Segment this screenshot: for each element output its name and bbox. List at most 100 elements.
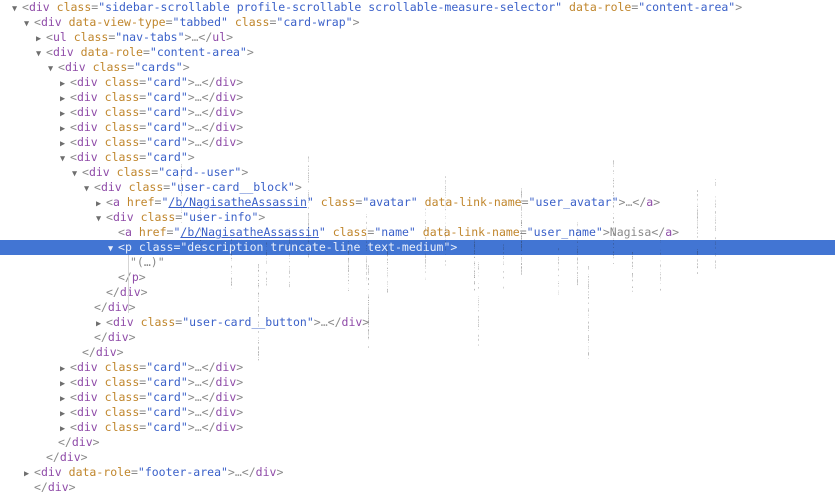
dom-tree-row[interactable]: "(…)"	[0, 255, 835, 270]
href-link[interactable]: /b/NagisatheAssassin	[180, 225, 319, 239]
chevron-right-icon[interactable]: ▶	[60, 424, 66, 434]
chevron-down-icon[interactable]: ▼	[108, 244, 114, 254]
punctuation: </	[118, 270, 132, 284]
chevron-down-icon[interactable]: ▼	[12, 4, 18, 14]
punctuation: </	[94, 300, 108, 314]
chevron-right-icon[interactable]: ▶	[96, 199, 102, 209]
attribute-name: class	[92, 60, 128, 74]
punctuation: =	[166, 225, 174, 239]
punctuation: </	[82, 345, 96, 359]
attribute-value: "card"	[146, 90, 188, 104]
tag-name: ul	[212, 30, 227, 44]
dom-tree-row[interactable]: </div>	[0, 345, 835, 360]
dom-tree-row[interactable]: ▶<div class="card">…</div>	[0, 120, 835, 135]
chevron-down-icon[interactable]: ▼	[24, 19, 30, 29]
dom-tree-row[interactable]: ▼<div class="sidebar-scrollable profile-…	[0, 0, 835, 15]
chevron-right-icon[interactable]: ▶	[60, 409, 66, 419]
punctuation: =	[139, 90, 147, 104]
punctuation: >	[187, 90, 195, 104]
tag-name: div	[76, 105, 98, 119]
tag-name: div	[52, 45, 74, 59]
punctuation: <	[34, 15, 41, 29]
dom-tree-row[interactable]: ▼<div class="user-card__block">	[0, 180, 835, 195]
punctuation: >	[116, 345, 124, 359]
dom-tree-row[interactable]: ▶<div class="card">…</div>	[0, 405, 835, 420]
dom-tree-row[interactable]: ▼<div class="user-info">	[0, 210, 835, 225]
dom-tree-row[interactable]: ▼<div data-view-type="tabbed" class="car…	[0, 15, 835, 30]
chevron-down-icon[interactable]: ▼	[60, 154, 66, 164]
punctuation: =	[173, 240, 181, 254]
punctuation: >	[362, 315, 370, 329]
punctuation: </	[651, 225, 666, 239]
chevron-down-icon[interactable]: ▼	[72, 169, 78, 179]
chevron-right-icon[interactable]: ▶	[60, 79, 66, 89]
dom-tree-row[interactable]: ▼<div class="card">	[0, 150, 835, 165]
punctuation	[98, 120, 105, 134]
dom-tree-row[interactable]: <a href="/b/NagisatheAssassin" class="na…	[0, 225, 835, 240]
href-link[interactable]: /b/NagisatheAssassin	[168, 195, 307, 209]
dom-tree-row[interactable]: ▼<div class="card--user">	[0, 165, 835, 180]
attribute-name: class	[234, 15, 270, 29]
dom-tree-row[interactable]: ▶<div data-role="footer-area">…</div>	[0, 465, 835, 480]
attribute-name: class	[104, 135, 140, 149]
chevron-right-icon[interactable]: ▶	[60, 109, 66, 119]
punctuation: >	[92, 435, 100, 449]
dom-tree-row[interactable]: ▶<div class="card">…</div>	[0, 90, 835, 105]
dom-tree-row[interactable]: ▶<div class="card">…</div>	[0, 75, 835, 90]
dom-tree-row[interactable]: ▶<div class="card">…</div>	[0, 105, 835, 120]
tag-name: p	[124, 240, 132, 254]
chevron-right-icon[interactable]: ▶	[36, 34, 42, 44]
punctuation: =	[519, 225, 527, 239]
dom-tree-row[interactable]: ▶<div class="user-card__button">…</div>	[0, 315, 835, 330]
dom-tree-row[interactable]: ▶<div class="card">…</div>	[0, 135, 835, 150]
dom-tree-row[interactable]: ▶<div class="card">…</div>	[0, 360, 835, 375]
dom-tree-row[interactable]: </div>	[0, 300, 835, 315]
chevron-down-icon[interactable]: ▼	[96, 214, 102, 224]
punctuation	[98, 135, 105, 149]
chevron-right-icon[interactable]: ▶	[60, 139, 66, 149]
dom-tree-row[interactable]: </div>	[0, 480, 835, 495]
punctuation: >	[140, 285, 148, 299]
chevron-down-icon[interactable]: ▼	[36, 49, 42, 59]
tag-name: div	[215, 90, 237, 104]
ellipsis-collapsed: …	[194, 120, 202, 134]
dom-tree-row[interactable]: </div>	[0, 285, 835, 300]
dom-tree-row[interactable]: ▶<a href="/b/NagisatheAssassin" class="a…	[0, 195, 835, 210]
tag-name: div	[76, 420, 98, 434]
dom-tree-row[interactable]: ▼<div class="cards">	[0, 60, 835, 75]
dom-tree-row[interactable]: ▼<div data-role="content-area">	[0, 45, 835, 60]
punctuation	[62, 15, 69, 29]
chevron-right-icon[interactable]: ▶	[60, 364, 66, 374]
dom-tree-row[interactable]: ▶<div class="card">…</div>	[0, 420, 835, 435]
chevron-right-icon[interactable]: ▶	[24, 469, 30, 479]
chevron-right-icon[interactable]: ▶	[60, 394, 66, 404]
dom-tree-row[interactable]: </div>	[0, 450, 835, 465]
tag-name: div	[119, 285, 141, 299]
dom-tree-row[interactable]: ▶<div class="card">…</div>	[0, 390, 835, 405]
punctuation: =	[355, 195, 363, 209]
chevron-right-icon[interactable]: ▶	[60, 124, 66, 134]
ellipsis-collapsed: …	[194, 390, 202, 404]
punctuation: </	[106, 285, 120, 299]
punctuation: </	[201, 105, 216, 119]
chevron-down-icon[interactable]: ▼	[48, 64, 54, 74]
chevron-right-icon[interactable]: ▶	[60, 379, 66, 389]
dom-tree-row[interactable]: </p>	[0, 270, 835, 285]
dom-tree-row[interactable]: ▶<div class="card">…</div>	[0, 375, 835, 390]
attribute-name: class	[104, 75, 140, 89]
punctuation: =	[367, 225, 375, 239]
punctuation: <	[70, 360, 77, 374]
punctuation: >	[672, 225, 680, 239]
punctuation: =	[165, 15, 173, 29]
tag-name: div	[76, 120, 98, 134]
chevron-down-icon[interactable]: ▼	[84, 184, 90, 194]
punctuation: >	[187, 105, 195, 119]
dom-tree-row[interactable]: ▶<ul class="nav-tabs">…</ul>	[0, 30, 835, 45]
dom-tree-row[interactable]: </div>	[0, 330, 835, 345]
punctuation: >	[187, 390, 195, 404]
dom-tree-row-selected[interactable]: ▼<p class="description truncate-line tex…	[0, 240, 835, 255]
dom-tree-row[interactable]: </div>	[0, 435, 835, 450]
chevron-right-icon[interactable]: ▶	[96, 319, 102, 329]
chevron-right-icon[interactable]: ▶	[60, 94, 66, 104]
